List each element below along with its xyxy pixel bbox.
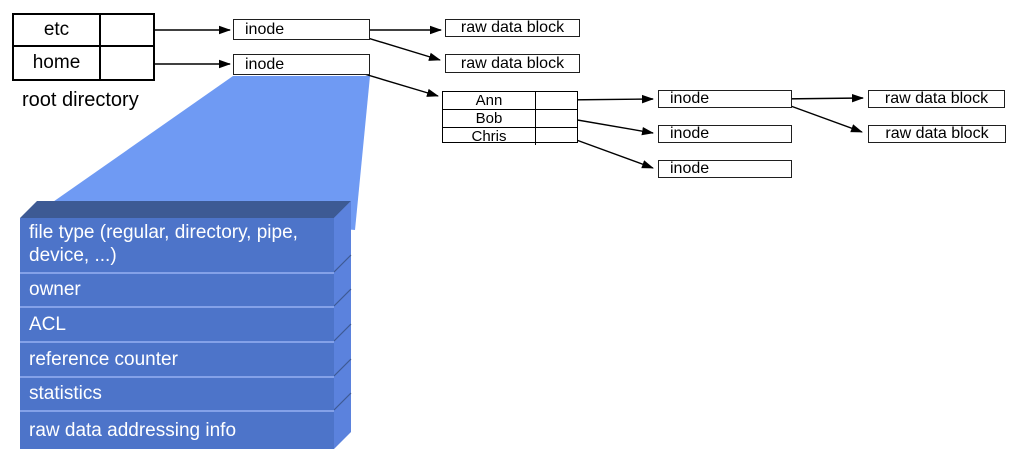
raw-data-block-4: raw data block: [868, 125, 1006, 143]
inode-box-label: inode: [670, 160, 710, 177]
inode-box-chris: inode: [658, 160, 792, 178]
dir-entry-bob-pointer-cell: [536, 110, 577, 128]
dir-entry-chris: Chris: [443, 128, 536, 145]
inode-box-home: inode: [233, 54, 370, 75]
raw-data-block-label: raw data block: [884, 90, 989, 107]
raw-data-block-label: raw data block: [885, 125, 989, 142]
inode-field-reference-counter: reference counter: [20, 341, 334, 376]
stack-side-face: [334, 201, 351, 449]
dir-entry-etc-pointer-cell: [101, 15, 153, 47]
dir-entry-ann: Ann: [443, 92, 536, 110]
root-directory-label: root directory: [22, 89, 139, 111]
raw-data-block-label: raw data block: [460, 19, 565, 36]
raw-data-block-label: raw data block: [460, 54, 565, 72]
inode-box-label: inode: [245, 20, 285, 38]
home-directory-table: Ann Bob Chris: [442, 91, 578, 145]
raw-data-block-3: raw data block: [868, 90, 1005, 108]
inode-box-ann: inode: [658, 90, 792, 108]
inode-field-statistics: statistics: [20, 376, 334, 410]
dir-entry-chris-pointer-cell: [536, 128, 577, 145]
inode-box-label: inode: [670, 90, 710, 107]
raw-data-block-2: raw data block: [445, 54, 580, 73]
dir-entry-home: home: [14, 47, 101, 79]
inode-field-owner: owner: [20, 272, 334, 306]
inode-zoom-funnel: [50, 76, 370, 230]
dir-entry-ann-pointer-cell: [536, 92, 577, 110]
inode-field-file-type: file type (regular, directory, pipe, dev…: [29, 222, 298, 267]
inode-field-acl: ACL: [20, 306, 334, 341]
inode-field-raw-data-addressing: raw data addressing info: [20, 410, 334, 449]
inode-box-label: inode: [670, 125, 710, 142]
dir-entry-bob: Bob: [443, 110, 536, 128]
raw-data-block-1: raw data block: [445, 19, 580, 37]
inode-box-label: inode: [245, 55, 285, 73]
dir-entry-home-pointer-cell: [101, 47, 153, 79]
inode-box-bob: inode: [658, 125, 792, 143]
root-directory-table: etc home: [12, 13, 155, 81]
stack-top-face: [20, 201, 351, 218]
inode-detail-stack: file type (regular, directory, pipe, dev…: [20, 218, 334, 449]
stack-side-bevel-lines: [333, 254, 352, 411]
dir-entry-etc: etc: [14, 15, 101, 47]
inode-box-etc: inode: [233, 19, 370, 40]
